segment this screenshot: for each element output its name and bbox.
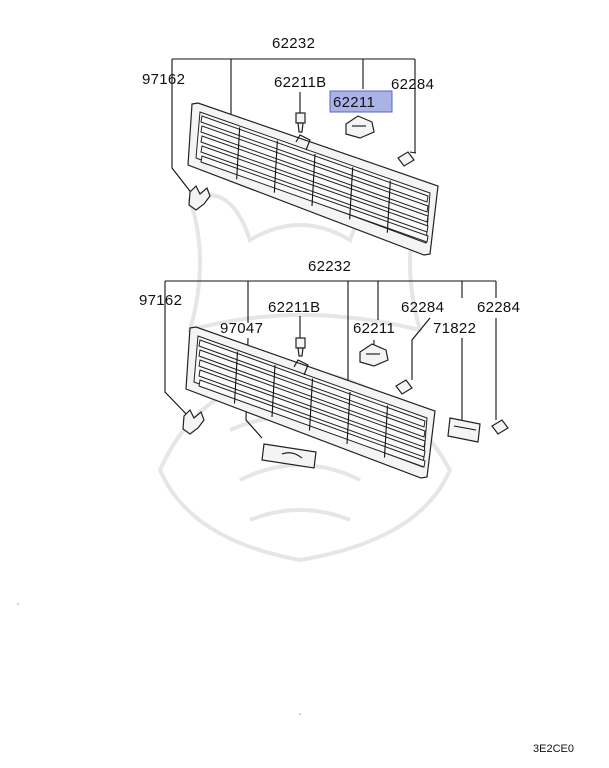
lower-screw-part-2 <box>491 419 509 435</box>
grille-slat <box>200 135 429 223</box>
grille-slat <box>200 145 429 233</box>
upper-clip-part <box>295 112 306 133</box>
upper-nut-part <box>345 115 375 139</box>
upper-emblem-label: 97162 <box>142 71 185 88</box>
grille-divider <box>386 180 391 233</box>
lower-emblem-part <box>182 408 205 435</box>
lower-nut-part <box>359 343 389 367</box>
upper-assembly: 62232 97162 62211B 62284 62211 <box>142 35 439 256</box>
upper-grille-slats <box>200 115 429 243</box>
lower-clip-part <box>295 337 306 357</box>
lower-badge-part <box>261 443 317 469</box>
lower-bracket-label: 71822 <box>433 320 476 337</box>
grille-slat <box>198 359 426 448</box>
grille-divider <box>308 378 314 431</box>
upper-grille <box>187 102 439 256</box>
lower-clip-label: 62211B <box>268 299 320 316</box>
lower-screw-label-1: 62284 <box>401 299 444 316</box>
grille-divider <box>233 351 239 404</box>
grille-divider <box>236 127 241 180</box>
lower-bracket-part <box>447 417 481 443</box>
lower-grille <box>185 326 436 479</box>
upper-clip-label: 62211B <box>274 74 326 91</box>
lower-screw-label-2: 62284 <box>477 299 520 316</box>
lower-emblem-label: 97162 <box>139 292 182 309</box>
upper-grille-label: 62232 <box>272 35 315 52</box>
highlight-box <box>329 90 393 113</box>
lower-leader-lines <box>164 280 497 439</box>
grille-slat <box>198 369 426 458</box>
upper-screw-label: 62284 <box>391 76 434 93</box>
lower-grille-label: 62232 <box>308 258 351 275</box>
lower-grille-slats <box>198 339 426 468</box>
lower-nut-label: 62211 <box>353 320 395 337</box>
grille-slat <box>198 379 426 468</box>
grille-divider <box>311 153 316 207</box>
grille-divider <box>383 405 389 458</box>
highlighted-part-label: 62211 <box>333 94 375 111</box>
upper-emblem-part <box>188 184 211 211</box>
grille-slat <box>200 155 429 243</box>
upper-screw-part <box>397 151 417 167</box>
grille-divider <box>349 167 354 220</box>
grille-divider <box>346 391 351 445</box>
diagram-code: 3E2CE0 <box>533 743 574 755</box>
lower-screw-part-1 <box>395 379 413 395</box>
scan-speck <box>299 713 301 715</box>
lower-assembly: 62232 97162 62211B 62284 62284 97047 622… <box>139 258 520 479</box>
lower-badge-label: 97047 <box>220 320 263 337</box>
upper-leader-lines <box>171 58 416 196</box>
grille-divider <box>271 364 276 418</box>
grille-divider <box>273 140 278 193</box>
scan-speck <box>17 603 19 605</box>
